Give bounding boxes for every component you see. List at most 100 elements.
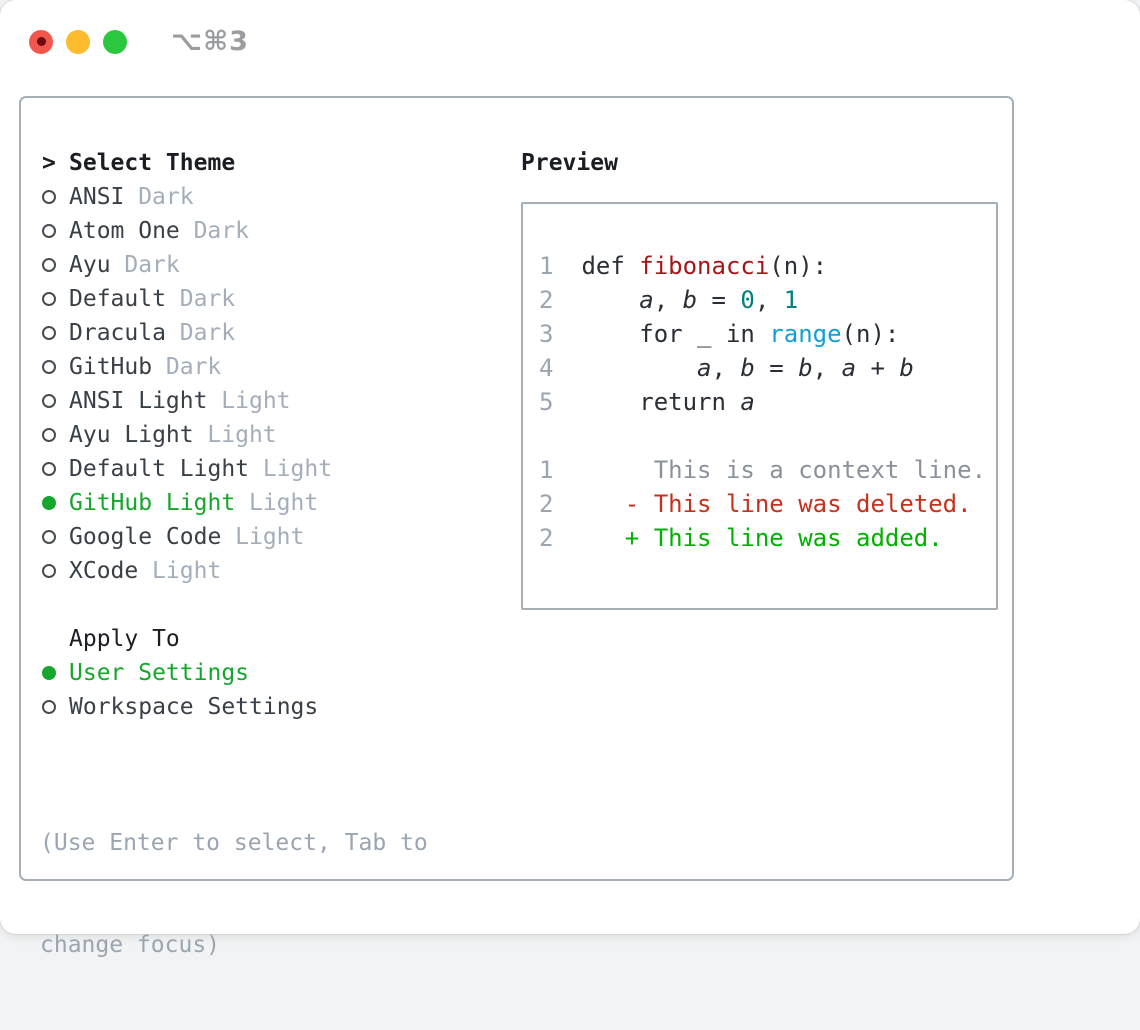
token-plain: def — [581, 252, 640, 280]
line-number — [539, 419, 553, 453]
code-line: 1 This is a context line. — [539, 453, 996, 487]
token-plain: , — [754, 286, 784, 314]
theme-variant: Dark — [124, 252, 180, 278]
line-number: 3 — [539, 320, 554, 348]
radio-icon — [42, 700, 56, 714]
theme-variant: Light — [248, 490, 319, 516]
code-line: 4 a, b = b, a + b — [539, 351, 996, 385]
theme-variant: Light — [262, 456, 333, 482]
theme-option-row[interactable]: GitHub Dark — [42, 350, 502, 384]
theme-name: GitHub — [69, 354, 153, 380]
theme-name: ANSI Light — [69, 388, 208, 414]
line-number: 4 — [539, 354, 554, 382]
radio-column — [42, 224, 69, 238]
line-number: 2 — [539, 524, 554, 552]
cursor-marker: > — [42, 150, 56, 176]
token-plain: for _ in — [581, 320, 770, 348]
line-number: 5 — [539, 388, 554, 416]
theme-option-row[interactable]: Ayu Dark — [42, 248, 502, 282]
token-plain: (n): — [769, 252, 828, 280]
code-line: 1 def fibonacci(n): — [539, 249, 996, 283]
theme-name: Google Code — [69, 524, 222, 550]
theme-name: GitHub Light — [69, 490, 236, 516]
radio-column — [42, 428, 69, 442]
token-plain: This is a context line. — [581, 456, 987, 484]
code-line: 2 a, b = 0, 1 — [539, 283, 996, 317]
token-plain: + — [856, 354, 900, 382]
theme-name: Dracula — [69, 320, 166, 346]
select-theme-title: Select Theme — [69, 150, 236, 176]
code-line — [539, 419, 996, 453]
theme-variant: Dark — [179, 320, 236, 346]
apply-option-label: Workspace Settings — [69, 694, 319, 720]
apply-option-label: User Settings — [69, 660, 250, 686]
token-plain: (n): — [841, 320, 900, 348]
marker-column: > — [42, 150, 69, 176]
token-fn: fibonacci — [639, 252, 770, 280]
theme-option-row[interactable]: Google Code Light — [42, 520, 502, 554]
line-number: 1 — [539, 252, 554, 280]
radio-icon — [42, 326, 56, 340]
token-plain: + This line was added. — [581, 524, 943, 552]
token-var: a — [740, 388, 755, 416]
radio-icon — [42, 462, 56, 476]
spacer — [42, 588, 502, 622]
apply-option-row[interactable]: Workspace Settings — [42, 690, 502, 724]
token-var: a — [639, 286, 654, 314]
hint-line-2: change focus) — [40, 932, 221, 958]
maximize-button[interactable] — [103, 29, 127, 54]
token-plain: , — [711, 354, 741, 382]
close-button[interactable] — [29, 29, 53, 54]
code-content: a, b = 0, 1 — [581, 283, 798, 317]
apply-option-row[interactable]: User Settings — [42, 656, 502, 690]
theme-variant: Dark — [165, 354, 222, 380]
token-plain: = — [697, 286, 741, 314]
code-content: def fibonacci(n): — [581, 249, 827, 283]
token-plain: , — [653, 286, 683, 314]
token-plain: - This line was deleted. — [581, 490, 972, 518]
theme-name: Default — [69, 286, 166, 312]
theme-name: Atom One — [69, 218, 180, 244]
window-shortcut-label: ⌥⌘3 — [171, 26, 249, 57]
token-num: 0 — [740, 286, 755, 314]
theme-option-row[interactable]: GitHub Light Light — [42, 486, 502, 520]
spacer — [42, 724, 502, 758]
radio-icon — [42, 224, 56, 238]
token-plain — [581, 354, 697, 382]
minimize-button[interactable] — [66, 29, 90, 54]
apply-to-header-row: Apply To — [42, 622, 502, 656]
token-plain — [581, 286, 639, 314]
theme-variant: Light — [235, 524, 305, 550]
radio-column — [42, 258, 69, 272]
token-bi: range — [769, 320, 842, 348]
code-line: 3 for _ in range(n): — [539, 317, 996, 351]
code-line: 2 + This line was added. — [539, 521, 996, 555]
line-number: 2 — [539, 490, 554, 518]
radio-icon — [42, 666, 56, 680]
radio-icon — [42, 428, 56, 442]
theme-name: ANSI — [69, 184, 125, 210]
radio-column — [42, 462, 69, 476]
theme-option-row[interactable]: Dracula Dark — [42, 316, 502, 350]
theme-variant: Light — [152, 558, 222, 584]
token-num: 1 — [783, 286, 799, 314]
code-content: for _ in range(n): — [581, 317, 899, 351]
radio-icon — [42, 292, 56, 306]
token-plain: return — [581, 388, 741, 416]
radio-icon — [42, 258, 56, 272]
theme-name: Ayu — [69, 252, 111, 278]
token-var: b — [740, 354, 755, 382]
